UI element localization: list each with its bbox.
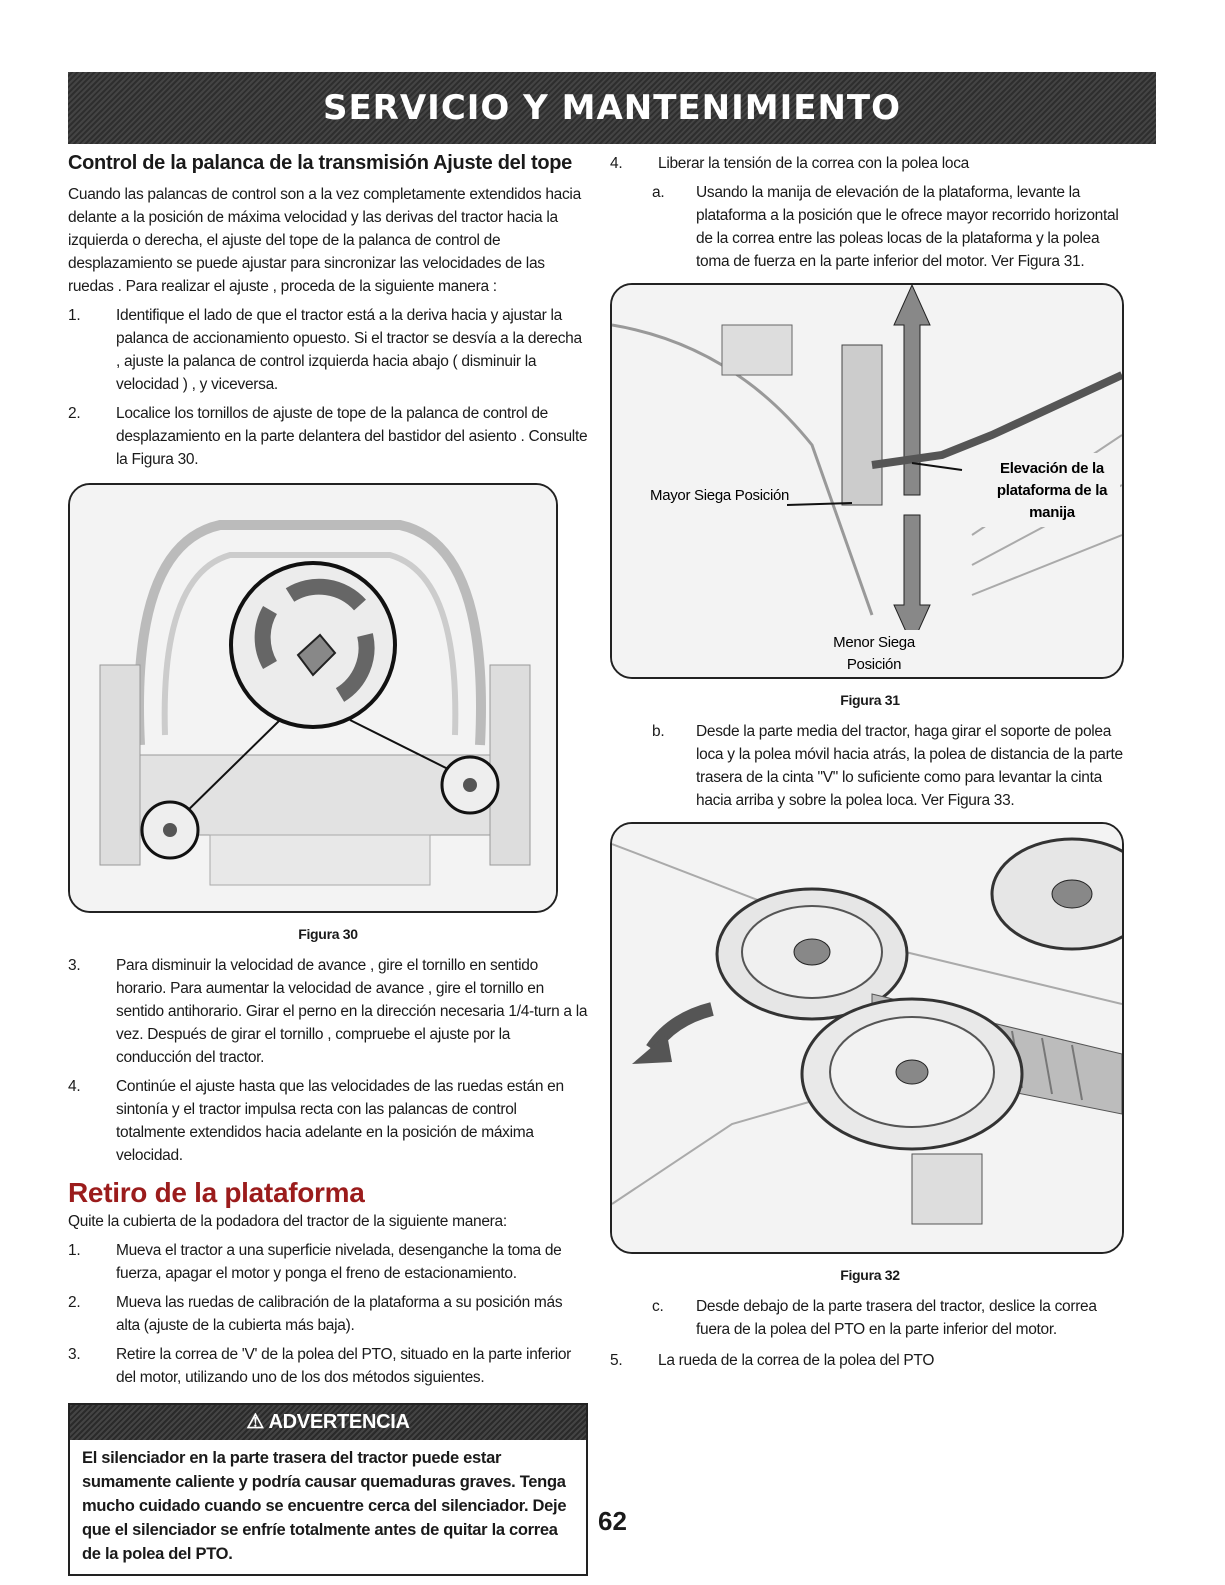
label-handle-line-3: manija bbox=[1029, 504, 1076, 521]
list-item: 4. Continúe el ajuste hasta que las velo… bbox=[68, 1075, 588, 1167]
list-item: 4. Liberar la tensión de la correa con l… bbox=[610, 152, 1130, 175]
list-number: 4. bbox=[610, 155, 623, 172]
intro-paragraph: Cuando las palancas de control son a la … bbox=[68, 186, 581, 295]
page-number: 62 bbox=[598, 1506, 627, 1536]
list-text: Retire la correa de 'V' de la polea del … bbox=[116, 1346, 572, 1386]
warning-triangle-icon: ⚠ bbox=[246, 1411, 264, 1433]
heading-control-lever: Control de la palanca de la transmisión … bbox=[68, 152, 572, 174]
warning-title: ADVERTENCIA bbox=[268, 1411, 410, 1433]
sub-letter: c. bbox=[652, 1298, 664, 1315]
list-number: 1. bbox=[68, 307, 81, 324]
section-banner: SERVICIO Y MANTENIMIENTO bbox=[68, 72, 1156, 144]
sub-item: b. Desde la parte media del tractor, hag… bbox=[652, 720, 1130, 812]
list-text: Mueva las ruedas de calibración de la pl… bbox=[116, 1294, 563, 1334]
list-text: Mueva el tractor a una superficie nivela… bbox=[116, 1242, 562, 1282]
figure-30-caption: Figura 30 bbox=[298, 926, 358, 942]
list-text: Para disminuir la velocidad de avance , … bbox=[116, 957, 588, 1066]
list-number: 2. bbox=[68, 1294, 81, 1311]
list-text: La rueda de la correa de la polea del PT… bbox=[658, 1352, 935, 1369]
warning-header: ⚠ ADVERTENCIA bbox=[70, 1405, 586, 1440]
label-min-height-1: Menor Siega bbox=[833, 634, 916, 651]
heading-deck-removal: Retiro de la plataforma bbox=[68, 1177, 365, 1208]
figure-32 bbox=[610, 822, 1124, 1254]
label-handle-line-1: Elevación de la bbox=[1000, 460, 1105, 477]
list-item: 2. Localice los tornillos de ajuste de t… bbox=[68, 402, 588, 471]
list-number: 1. bbox=[68, 1242, 81, 1259]
list-item: 1. Identifique el lado de que el tractor… bbox=[68, 304, 588, 396]
list-number: 3. bbox=[68, 957, 81, 974]
figure-31-caption: Figura 31 bbox=[840, 692, 900, 708]
list-item: 2. Mueva las ruedas de calibración de la… bbox=[68, 1291, 588, 1337]
list-number: 4. bbox=[68, 1078, 81, 1095]
label-max-height: Mayor Siega Posición bbox=[650, 487, 789, 504]
seat-frame-illustration bbox=[70, 485, 556, 911]
warning-text: El silenciador en la parte trasera del t… bbox=[82, 1449, 567, 1563]
section-title: SERVICIO Y MANTENIMIENTO bbox=[322, 88, 902, 128]
sub-text: Desde debajo de la parte trasera del tra… bbox=[696, 1298, 1097, 1338]
list-item: 5. La rueda de la correa de la polea del… bbox=[610, 1349, 1130, 1372]
label-handle-line-2: plataforma de la bbox=[997, 482, 1108, 499]
list-text: Liberar la tensión de la correa con la p… bbox=[658, 155, 970, 172]
sub-letter: b. bbox=[652, 723, 665, 740]
right-column: 4. Liberar la tensión de la correa con l… bbox=[610, 152, 1130, 1378]
figure-30 bbox=[68, 483, 558, 913]
figure-32-caption: Figura 32 bbox=[840, 1267, 900, 1283]
list-text: Localice los tornillos de ajuste de tope… bbox=[116, 405, 588, 468]
list-item: 3. Retire la correa de 'V' de la polea d… bbox=[68, 1343, 588, 1389]
figure-31: Mayor Siega Posición Elevación de la pla… bbox=[610, 283, 1124, 679]
list-item: 3. Para disminuir la velocidad de avance… bbox=[68, 954, 588, 1069]
deck-lift-illustration: Mayor Siega Posición Elevación de la pla… bbox=[612, 285, 1122, 677]
list-number: 2. bbox=[68, 405, 81, 422]
warning-box: ⚠ ADVERTENCIA El silenciador en la parte… bbox=[68, 1403, 588, 1576]
list-text: Continúe el ajuste hasta que las velocid… bbox=[116, 1078, 564, 1164]
sub-item: a. Usando la manija de elevación de la p… bbox=[652, 181, 1130, 273]
sub-text: Usando la manija de elevación de la plat… bbox=[696, 184, 1119, 270]
list-text: Identifique el lado de que el tractor es… bbox=[116, 307, 582, 393]
sub-item: c. Desde debajo de la parte trasera del … bbox=[652, 1295, 1130, 1341]
sub-letter: a. bbox=[652, 184, 665, 201]
intro-paragraph-2: Quite la cubierta de la podadora del tra… bbox=[68, 1213, 507, 1230]
list-item: 1. Mueva el tractor a una superficie niv… bbox=[68, 1239, 588, 1285]
label-min-height-2: Posición bbox=[847, 656, 901, 673]
pulley-illustration bbox=[612, 824, 1122, 1252]
list-number: 5. bbox=[610, 1352, 623, 1369]
list-number: 3. bbox=[68, 1346, 81, 1363]
sub-text: Desde la parte media del tractor, haga g… bbox=[696, 723, 1123, 809]
left-column: Control de la palanca de la transmisión … bbox=[68, 152, 588, 1576]
